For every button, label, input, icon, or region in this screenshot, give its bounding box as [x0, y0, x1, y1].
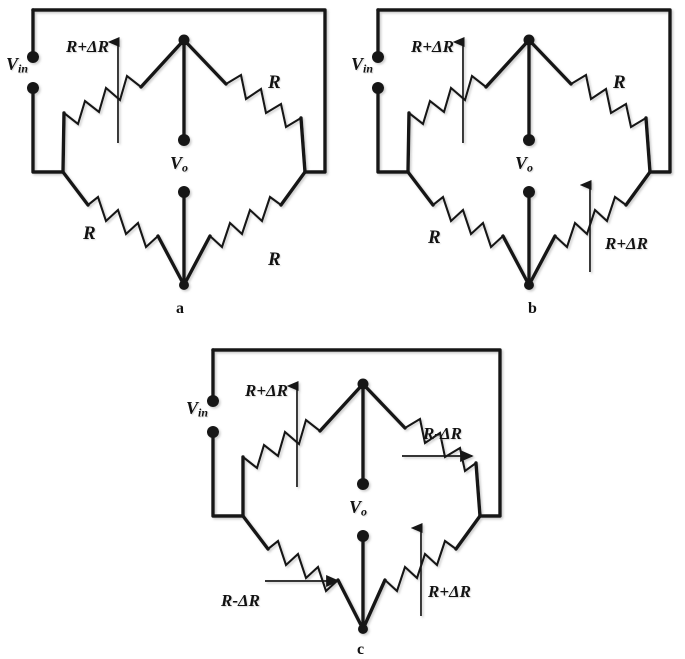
arm-top-right-lead1-c	[361, 382, 407, 430]
arm-top-right-zigzag-c	[403, 417, 478, 473]
vin-label-c: Vin	[186, 398, 208, 420]
panel-letter-b: b	[528, 300, 537, 317]
vin-terminal-bottom-a	[27, 82, 39, 94]
arm-label-top-right-a: R	[268, 72, 281, 93]
arm-top-left-lead1-b	[484, 38, 531, 89]
vin-label-a: Vin	[6, 54, 28, 76]
vin-bottom-lead-c	[211, 430, 245, 518]
arm-top-left-zigzag-a	[62, 74, 143, 126]
arm-top-right-zigzag-a	[224, 73, 303, 129]
arm-label-top-right-b: R	[613, 72, 626, 93]
arm-label-bottom-right-b: R+ΔR	[605, 234, 649, 253]
arm-label-bottom-right-a: R	[268, 249, 281, 270]
bridge-node-bottom-b	[524, 280, 534, 290]
arm-top-left-zigzag-c	[241, 418, 322, 470]
arm-top-left-lead2-b	[406, 111, 411, 174]
arm-bottom-left-zigzag-a	[86, 195, 160, 249]
vout-terminal-top-c	[357, 478, 369, 490]
circuit-diagram-c: Vin R+ΔR R-ΔR R-ΔR R+ΔR Vo c	[180, 338, 520, 659]
circuit-b-svg	[372, 8, 672, 290]
arm-bottom-left-lead2-c	[336, 578, 365, 631]
arm-label-top-left-c: R+ΔR	[245, 381, 289, 400]
circuit-a-svg	[27, 8, 327, 290]
arm-bottom-right-lead1-a	[279, 170, 307, 207]
vin-bottom-lead-a	[31, 86, 65, 174]
arm-bottom-left-lead2-a	[156, 234, 186, 287]
arm-bottom-right-lead2-a	[182, 234, 212, 287]
arm-top-left-lead2-a	[61, 111, 66, 174]
arm-top-right-lead1-b	[527, 38, 573, 86]
arm-bottom-right-zigzag-a	[208, 195, 283, 249]
arm-top-right-lead2-b	[644, 116, 652, 174]
vout-terminal-top-b	[523, 134, 535, 146]
bridge-node-bottom-a	[179, 280, 189, 290]
outer-loop-wire-a	[31, 8, 327, 174]
arm-bottom-right-lead1-c	[454, 514, 482, 551]
vin-label-b: Vin	[351, 54, 373, 76]
vin-bottom-lead-b	[376, 86, 410, 174]
vout-terminal-bottom-a	[178, 186, 190, 198]
arm-label-bottom-left-c: R-ΔR	[221, 591, 260, 610]
arm-bottom-left-zigzag-c	[266, 539, 340, 593]
vin-terminal-top-b	[372, 51, 384, 63]
arm-bottom-left-lead2-b	[501, 234, 531, 287]
arm-top-left-zigzag-b	[407, 74, 488, 126]
vout-label-a: Vo	[170, 153, 188, 175]
arm-bottom-right-zigzag-b	[553, 195, 628, 249]
vin-terminal-top-a	[27, 51, 39, 63]
arm-top-right-zigzag-b	[569, 73, 648, 129]
outer-loop-wire-c	[211, 348, 502, 518]
vout-terminal-bottom-c	[357, 530, 369, 542]
arm-label-top-left-b: R+ΔR	[411, 37, 455, 56]
vout-label-c: Vo	[349, 497, 367, 519]
circuit-diagram-b: Vin R+ΔR R R R+ΔR Vo b	[340, 0, 685, 340]
arm-label-top-right-c: R-ΔR	[423, 424, 462, 443]
arm-bottom-right-lead2-b	[527, 234, 557, 287]
arm-label-bottom-left-b: R	[428, 227, 441, 248]
arm-top-right-lead1-a	[182, 38, 228, 86]
vout-terminal-top-a	[178, 134, 190, 146]
outer-loop-wire-b	[376, 8, 672, 174]
bridge-node-top-c	[357, 378, 369, 390]
arm-top-right-lead2-a	[299, 116, 307, 174]
bridge-node-top-a	[178, 34, 190, 46]
circuit-diagram-a: Vin R+ΔR R R R Vo a	[0, 0, 343, 340]
arm-top-left-lead1-c	[318, 382, 365, 433]
arm-bottom-right-lead2-c	[361, 578, 387, 631]
panel-letter-a: a	[176, 300, 184, 317]
arm-label-top-left-a: R+ΔR	[66, 37, 110, 56]
vout-terminal-bottom-b	[523, 186, 535, 198]
vin-terminal-bottom-b	[372, 82, 384, 94]
bridge-node-bottom-c	[358, 624, 368, 634]
arm-label-bottom-left-a: R	[83, 223, 96, 244]
arm-bottom-right-lead1-b	[624, 170, 652, 207]
vin-terminal-bottom-c	[207, 426, 219, 438]
arm-bottom-left-lead1-b	[406, 170, 435, 207]
circuit-c-svg	[207, 348, 502, 634]
vout-label-b: Vo	[515, 153, 533, 175]
arm-bottom-left-lead1-a	[61, 170, 90, 207]
panel-letter-c: c	[357, 641, 365, 658]
arm-top-right-lead2-c	[474, 461, 482, 518]
arm-top-left-lead1-a	[139, 38, 186, 89]
arm-bottom-left-lead1-c	[241, 514, 270, 551]
vin-terminal-top-c	[207, 395, 219, 407]
bridge-node-top-b	[523, 34, 535, 46]
arm-label-bottom-right-c: R+ΔR	[428, 582, 472, 601]
arm-bottom-left-zigzag-b	[431, 195, 505, 249]
